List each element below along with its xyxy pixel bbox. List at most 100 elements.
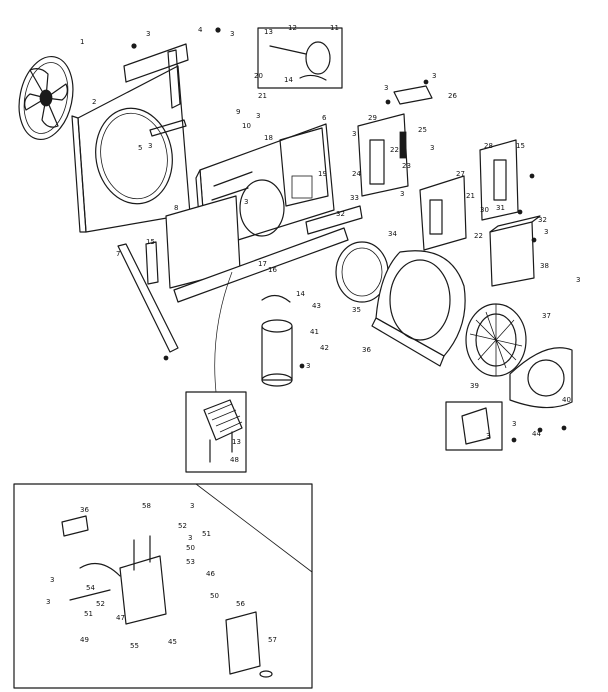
capacitor-box [489,215,541,287]
callout-56: 56 [236,600,245,608]
callout-3: 3 [306,362,310,370]
callout-53: 53 [186,558,195,566]
callout-41: 41 [310,328,319,336]
inlet-ring [335,241,389,303]
callout-50: 50 [210,592,219,600]
callout-51: 51 [202,530,211,538]
callout-3: 3 [400,190,404,198]
top-bracket [123,43,189,137]
callout-3: 3 [576,276,580,284]
callout-20: 20 [254,72,263,80]
callout-58: 58 [142,502,151,510]
callout-25: 25 [418,126,427,134]
callout-3: 3 [46,598,50,606]
callout-37: 37 [542,312,551,320]
screws [131,27,567,443]
blower-wheel [465,303,527,377]
callout-32: 32 [538,216,547,224]
callout-3: 3 [432,72,436,80]
blower-side-plate [509,347,573,409]
callout-3: 3 [512,420,516,428]
callout-11: 11 [330,24,339,32]
callout-16: 16 [268,266,277,274]
callout-13: 13 [232,438,241,446]
callout-27: 27 [456,170,465,178]
callout-14: 14 [284,76,293,84]
callout-35: 35 [352,306,361,314]
callout-40: 40 [562,396,571,404]
callout-46: 46 [206,570,215,578]
callout-23: 23 [402,162,411,170]
callout-3: 3 [256,112,260,120]
callout-47: 47 [116,614,125,622]
callout-52: 52 [96,600,105,608]
motor-inset [257,27,343,89]
callout-3: 3 [188,534,192,542]
callout-21: 21 [466,192,475,200]
callout-26: 26 [448,92,457,100]
callout-3: 3 [244,198,248,206]
callout-10: 10 [242,122,251,130]
callout-17: 17 [258,260,267,268]
callout-19: 19 [318,170,327,178]
callout-30: 30 [480,206,489,214]
callout-51: 51 [84,610,93,618]
callout-21: 21 [258,92,267,100]
callout-48: 48 [230,456,239,464]
callout-6: 6 [322,114,327,122]
callout-36: 36 [362,346,371,354]
callout-50: 50 [186,544,195,552]
callout-4: 4 [198,26,203,34]
callout-42: 42 [320,344,329,352]
callout-36: 36 [80,506,89,514]
callout-1: 1 [80,38,84,46]
callout-22: 22 [474,232,483,240]
callout-13: 13 [264,28,273,36]
callout-29: 29 [368,114,377,122]
callout-3: 3 [544,228,548,236]
capacitor [261,294,293,387]
callout-3: 3 [384,84,388,92]
callout-7: 7 [116,250,120,258]
callout-14: 14 [296,290,305,298]
callout-3: 3 [148,142,152,150]
fan-blade [18,55,74,141]
callout-3: 3 [50,576,54,584]
callout-33: 33 [350,194,359,202]
callout-44: 44 [532,430,541,438]
side-rails [117,195,363,353]
callout-49: 49 [80,636,89,644]
callout-32: 32 [336,210,345,218]
callout-3: 3 [146,30,150,38]
callout-57: 57 [268,636,277,644]
callout-34: 34 [388,230,397,238]
callout-3: 3 [230,30,234,38]
callout-43: 43 [312,302,321,310]
callout-5: 5 [138,144,142,152]
grille-detail [185,271,247,473]
control-box-left [357,113,409,197]
callout-8: 8 [174,204,178,212]
callout-22: 22 [390,146,399,154]
callout-24: 24 [352,170,361,178]
blower-housing [371,250,466,367]
callout-2: 2 [92,98,96,106]
callout-15: 15 [146,238,155,246]
callout-31: 31 [496,204,505,212]
callout-15: 15 [516,142,525,150]
control-inset-box [13,483,313,689]
motor-mount-detail [445,401,503,451]
callout-12: 12 [288,24,297,32]
top-plate-26 [393,85,433,105]
callout-39: 39 [470,382,479,390]
callout-45: 45 [168,638,177,646]
callout-55: 55 [130,642,139,650]
callout-9: 9 [236,108,240,116]
callout-3: 3 [352,130,356,138]
control-box-right [419,139,519,251]
callout-38: 38 [540,262,549,270]
fan-shroud-panel [71,65,191,233]
callout-28: 28 [484,142,493,150]
